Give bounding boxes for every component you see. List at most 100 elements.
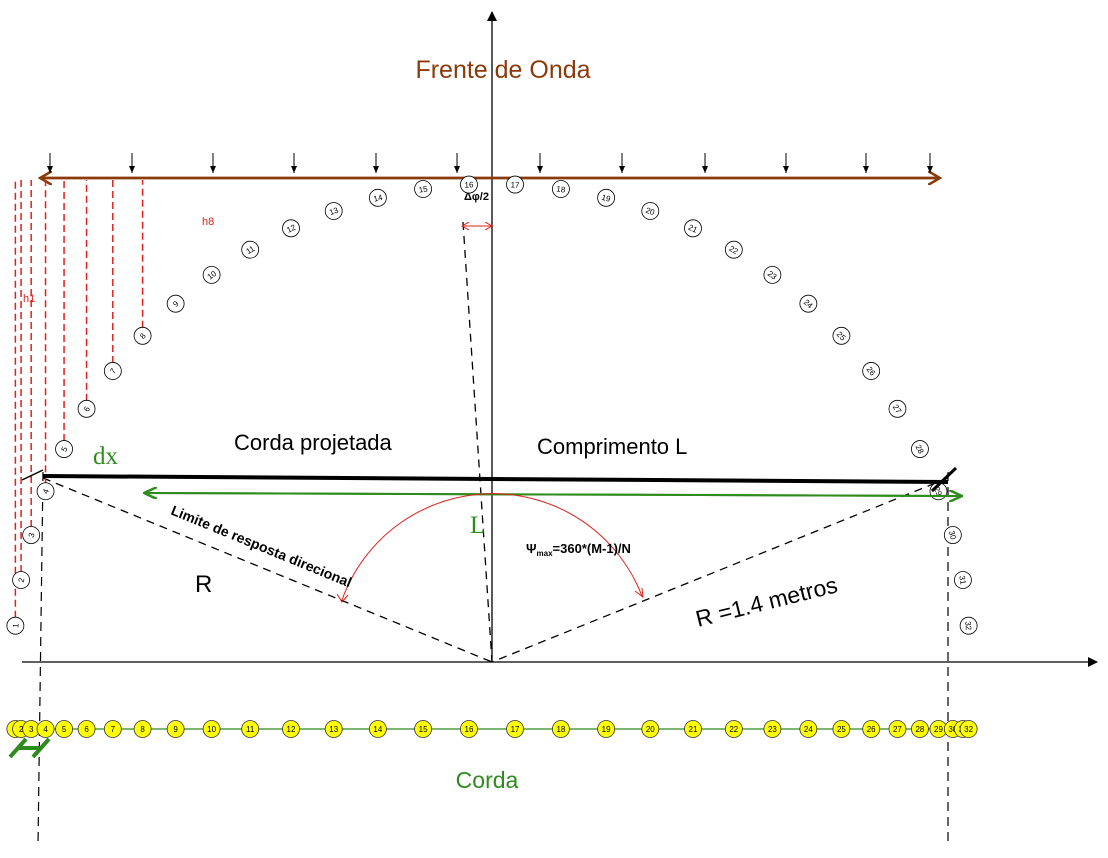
chord-element-label: 30 [948,725,957,734]
chord-element-label: 11 [246,725,255,734]
chord-element-label: 8 [140,725,145,734]
arc-element-3: 3 [22,526,41,544]
arc-element-6: 6 [77,399,96,418]
chord-element-17: 17 [506,720,524,738]
chord-element-25: 25 [832,720,851,738]
h1-label: h1 [23,293,35,305]
arc-element-label: 20 [644,206,656,218]
chord-element-12: 12 [282,720,300,738]
chord-element-8: 8 [133,720,152,738]
chord-element-label: 24 [804,725,813,734]
arc-element-28: 28 [911,440,929,458]
arc-element-label: 29 [932,486,944,498]
arc-element-label: 14 [373,193,384,204]
projected-chord-end-mark [930,466,958,493]
radius-right [491,477,949,663]
chord-element-label: 3 [29,725,34,734]
h8-label: h8 [202,216,214,228]
projection-lines [14,180,144,618]
arc-element-label: 4 [41,487,51,495]
projected-chord-tick-left [21,469,44,481]
arc-element-2: 2 [12,571,30,589]
arc-element-18: 18 [552,180,570,198]
chord-element-26: 26 [862,720,881,738]
chord-element-label: 14 [373,725,382,734]
chord-element-label: 29 [934,725,943,734]
chord-element-label: 21 [689,725,698,734]
radius-left [42,477,493,663]
chord-element-9: 9 [166,720,185,738]
chord-element-label: 23 [768,725,777,734]
chord-element-29: 29 [929,720,948,738]
delta-phi-label: Δφ/2 [464,191,489,203]
chord-label: Corda [456,767,519,793]
arc-element-7: 7 [103,362,122,380]
left-end-dashed-line [37,471,44,846]
chord-element-20: 20 [641,720,660,738]
psi-max-label: Ψmax=360*(M-1)/N [526,541,631,558]
arc-element-31: 31 [954,571,972,589]
projected-chord-label: Corda projetada [234,430,393,455]
chord-element-label: 5 [62,725,67,734]
chord-element-label: 27 [893,725,902,734]
arc-element-5: 5 [55,440,73,458]
arc-element-9: 9 [166,294,185,313]
chord-element-24: 24 [799,720,818,738]
arc-element-label: 19 [601,193,612,204]
chord-element-6: 6 [77,720,96,738]
arc-element-label: 5 [60,445,70,453]
chord-element-label: 7 [111,725,116,734]
chord-element-19: 19 [597,720,616,738]
radius-steer [462,221,493,663]
chord-element-label: 10 [207,725,216,734]
chord-element-label: 22 [729,725,738,734]
chord-element-10: 10 [202,720,221,738]
chord-element-label: 17 [511,725,520,734]
chord-element-label: 12 [287,725,296,734]
dx-label: dx [93,443,119,470]
L-label: L [470,512,485,539]
arc-element-1: 1 [6,616,25,635]
chord-element-4: 4 [36,720,55,738]
arc-element-8: 8 [133,326,152,345]
chord-element-label: 19 [602,725,611,734]
psi-arrow-left [336,593,349,603]
arc-element-24: 24 [799,294,818,313]
arc-element-26: 26 [862,362,881,380]
chord-element-11: 11 [241,720,260,738]
arc-element-label: 3 [27,531,37,538]
arc-element-label: 6 [82,404,92,413]
length-label: Comprimento L [537,434,687,459]
arc-element-label: 17 [510,180,520,189]
arc-element-label: 7 [108,366,118,375]
arc-element-4: 4 [36,482,55,501]
chord-element-label: 16 [465,725,474,734]
chord-element-label: 18 [556,725,565,734]
arc-element-label: 8 [138,331,148,341]
chord-element-22: 22 [724,720,743,738]
chord-element-label: 2 [19,725,24,734]
chord-element-label: 6 [84,725,89,734]
arc-element-label: 18 [556,184,567,194]
arc-element-21: 21 [684,219,702,238]
chord-element-label: 9 [173,725,178,734]
chord-element-15: 15 [414,720,432,738]
arc-element-11: 11 [241,240,260,259]
arc-element-23: 23 [763,265,782,284]
arc-element-label: 13 [328,206,340,218]
projected-chord [42,474,949,484]
chord-element-14: 14 [368,720,387,738]
arc-element-label: 9 [171,299,181,309]
arc-element-label: 15 [418,184,429,194]
chord-element-label: 32 [964,725,973,734]
arc-element-label: 21 [687,223,699,235]
arc-element-label: 30 [947,530,958,542]
chord-element-label: 15 [419,725,428,734]
arc-element-label: 1 [11,623,20,629]
arc-element-25: 25 [832,326,851,345]
arc-element-label: 28 [913,443,925,455]
chord-element-28: 28 [911,720,929,738]
arc-element-19: 19 [597,188,616,207]
length-arrow-back [144,493,963,496]
